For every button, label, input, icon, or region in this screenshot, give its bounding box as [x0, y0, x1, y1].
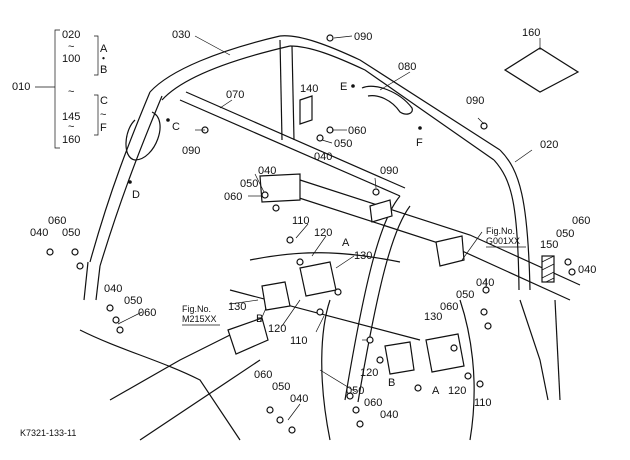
label-fig-m-line1: Fig.No.	[182, 304, 211, 314]
label-160: 160	[522, 27, 540, 39]
label-tilde-1: ~	[68, 41, 74, 53]
label-090-left: 090	[182, 145, 200, 157]
label-090-mid: 090	[380, 165, 398, 177]
label-070: 070	[226, 89, 244, 101]
label-040-bottom2: 040	[380, 409, 398, 421]
label-060-lower-left: 060	[138, 307, 156, 319]
plate-150	[541, 255, 555, 283]
label-060-top: 060	[348, 125, 366, 137]
label-050-bottom: 050	[272, 381, 290, 393]
rops-frame	[79, 35, 581, 441]
label-B-range: B	[100, 64, 107, 76]
label-050-lower-left: 050	[124, 295, 142, 307]
label-130-left: 130	[228, 301, 246, 313]
label-E: E	[340, 81, 347, 93]
label-060-left: 060	[48, 215, 66, 227]
reference-dots	[128, 84, 422, 184]
range-legend	[35, 29, 99, 149]
label-050-right: 050	[556, 228, 574, 240]
label-tilde-3: ~	[68, 121, 74, 133]
label-130-right: 130	[424, 311, 442, 323]
label-060-bottom: 060	[254, 369, 272, 381]
label-120-right: 120	[360, 367, 378, 379]
label-120-right2: 120	[448, 385, 466, 397]
label-fig-m-line2: M215XX	[182, 314, 217, 324]
label-040-top: 040	[314, 151, 332, 163]
label-F-range: F	[100, 122, 107, 134]
label-145: 145	[62, 111, 80, 123]
label-080: 080	[398, 61, 416, 73]
label-A-right: A	[432, 385, 440, 397]
label-040-left: 040	[30, 227, 48, 239]
label-C-range: C	[100, 95, 108, 107]
label-A-top: A	[342, 237, 350, 249]
label-110-right: 110	[474, 397, 492, 409]
label-040-mid: 040	[258, 165, 276, 177]
leader-lines	[117, 35, 541, 421]
label-C-handle: C	[172, 121, 180, 133]
label-040-right2: 040	[476, 277, 494, 289]
label-090-top: 090	[354, 31, 372, 43]
label-010: 010	[12, 81, 30, 93]
label-060-mid: 060	[224, 191, 242, 203]
label-160-range: 160	[62, 134, 80, 146]
label-060-right: 060	[572, 215, 590, 227]
diagram-footer-code: K7321-133-11	[20, 428, 76, 438]
label-060-right2: 060	[440, 301, 458, 313]
label-060-bottom2: 060	[364, 397, 382, 409]
label-140: 140	[300, 83, 318, 95]
label-fig-g-line1: Fig.No.	[486, 226, 515, 236]
label-020-right: 020	[540, 139, 558, 151]
label-F-ref: F	[416, 137, 423, 149]
label-110-top: 110	[292, 215, 310, 227]
label-090-right: 090	[466, 95, 484, 107]
label-040-right: 040	[578, 264, 596, 276]
label-tilde-2: ~	[68, 86, 74, 98]
label-030: 030	[172, 29, 190, 41]
label-110-left: 110	[290, 335, 308, 347]
fasteners	[46, 34, 576, 434]
label-040-bottom: 040	[290, 393, 308, 405]
label-fig-g-line2: G001XX	[486, 236, 520, 246]
label-050-mid: 050	[240, 178, 258, 190]
label-120-top: 120	[314, 227, 332, 239]
label-040-lower-left: 040	[104, 283, 122, 295]
label-050-top: 050	[334, 138, 352, 150]
label-100: 100	[62, 53, 80, 65]
label-B-left: B	[256, 313, 263, 325]
label-A-range: A	[100, 43, 108, 55]
label-050-left: 050	[62, 227, 80, 239]
label-130-top: 130	[354, 250, 372, 262]
label-tilde-cf: ~	[100, 109, 106, 121]
label-150: 150	[540, 239, 558, 251]
label-D: D	[132, 189, 140, 201]
label-B-right: B	[388, 377, 395, 389]
callout-labels: 020 ~ 100 A ・ B 010 ~ C 145 ~ ~ F 160 03…	[12, 27, 596, 438]
label-120-left: 120	[268, 323, 286, 335]
label-050-bottom2: 050	[346, 385, 364, 397]
label-050-right2: 050	[456, 289, 474, 301]
label-020-range: 020	[62, 29, 80, 41]
label-dot: ・	[98, 53, 109, 65]
